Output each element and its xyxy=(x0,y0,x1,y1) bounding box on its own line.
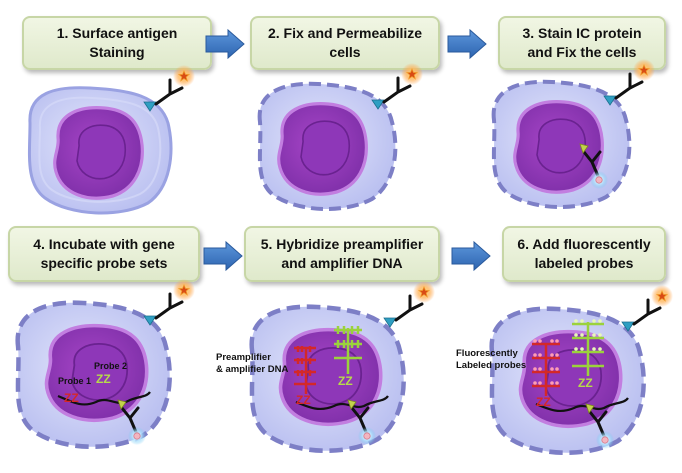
red-labeled-probes xyxy=(532,339,560,396)
probe1-zz: ZZ xyxy=(64,391,79,405)
step-5-box: 5. Hybridize preamplifier and amplifier D… xyxy=(244,226,440,282)
step-6-box: 6. Add fluorescently labeled probes xyxy=(502,226,666,282)
probe1-label: Probe 1 xyxy=(58,376,91,386)
preamp-label-line2: & amplifier DNA xyxy=(216,364,288,375)
antibody-icon xyxy=(372,63,423,109)
step-4-box: 4. Incubate with gene specific probe sets xyxy=(8,226,200,282)
antibody-icon xyxy=(144,65,195,111)
right-arrow-icon xyxy=(451,240,491,272)
probe2-zz: ZZ xyxy=(578,376,593,390)
cell-step-6: ZZ ZZ xyxy=(492,309,644,453)
step-3-line2: and Fix the cells xyxy=(527,44,637,60)
antibody-icon xyxy=(622,285,673,331)
right-arrow-icon xyxy=(205,28,245,60)
antibody-icon xyxy=(144,279,195,325)
antibody-icon xyxy=(604,59,655,105)
probe2-zz: ZZ xyxy=(338,374,353,388)
step-1-line1: 1. Surface antigen xyxy=(56,25,178,41)
green-amplifier xyxy=(334,326,362,374)
step-2-line2: cells xyxy=(329,44,361,60)
antibody-icon xyxy=(384,281,435,327)
green-labeled-probes xyxy=(572,319,604,376)
right-arrow-icon xyxy=(447,28,487,60)
probe1-zz: ZZ xyxy=(296,393,311,407)
step-5-line1: 5. Hybridize preamplifier xyxy=(260,236,424,252)
step-6-line1: 6. Add fluorescently xyxy=(517,236,651,252)
step-4-line2: specific probe sets xyxy=(40,255,168,271)
step-2-box: 2. Fix and Permeabilize cells xyxy=(250,16,440,70)
cell-step-5: ZZ ZZ xyxy=(252,307,404,451)
right-arrow-icon xyxy=(203,240,243,272)
red-preamplifier xyxy=(294,346,316,394)
step-3-line1: 3. Stain IC protein xyxy=(522,25,642,41)
step-2-line1: 2. Fix and Permeabilize xyxy=(267,25,423,41)
probe2-label: Probe 2 xyxy=(94,361,127,371)
step-5-line2: and amplifier DNA xyxy=(281,255,403,271)
probe1-zz: ZZ xyxy=(536,395,551,409)
probe2-zz: ZZ xyxy=(96,372,111,386)
cell-step-4: ZZ ZZ xyxy=(18,303,170,447)
preamp-label-line1: Preamplifier xyxy=(216,352,271,363)
step-1-line2: Staining xyxy=(89,44,145,60)
step-4-line1: 4. Incubate with gene xyxy=(33,236,175,252)
step-6-line2: labeled probes xyxy=(534,255,634,271)
fluor-label-line2: Labeled probes xyxy=(456,360,526,371)
fluor-label-line1: Fluorescently xyxy=(456,348,518,359)
